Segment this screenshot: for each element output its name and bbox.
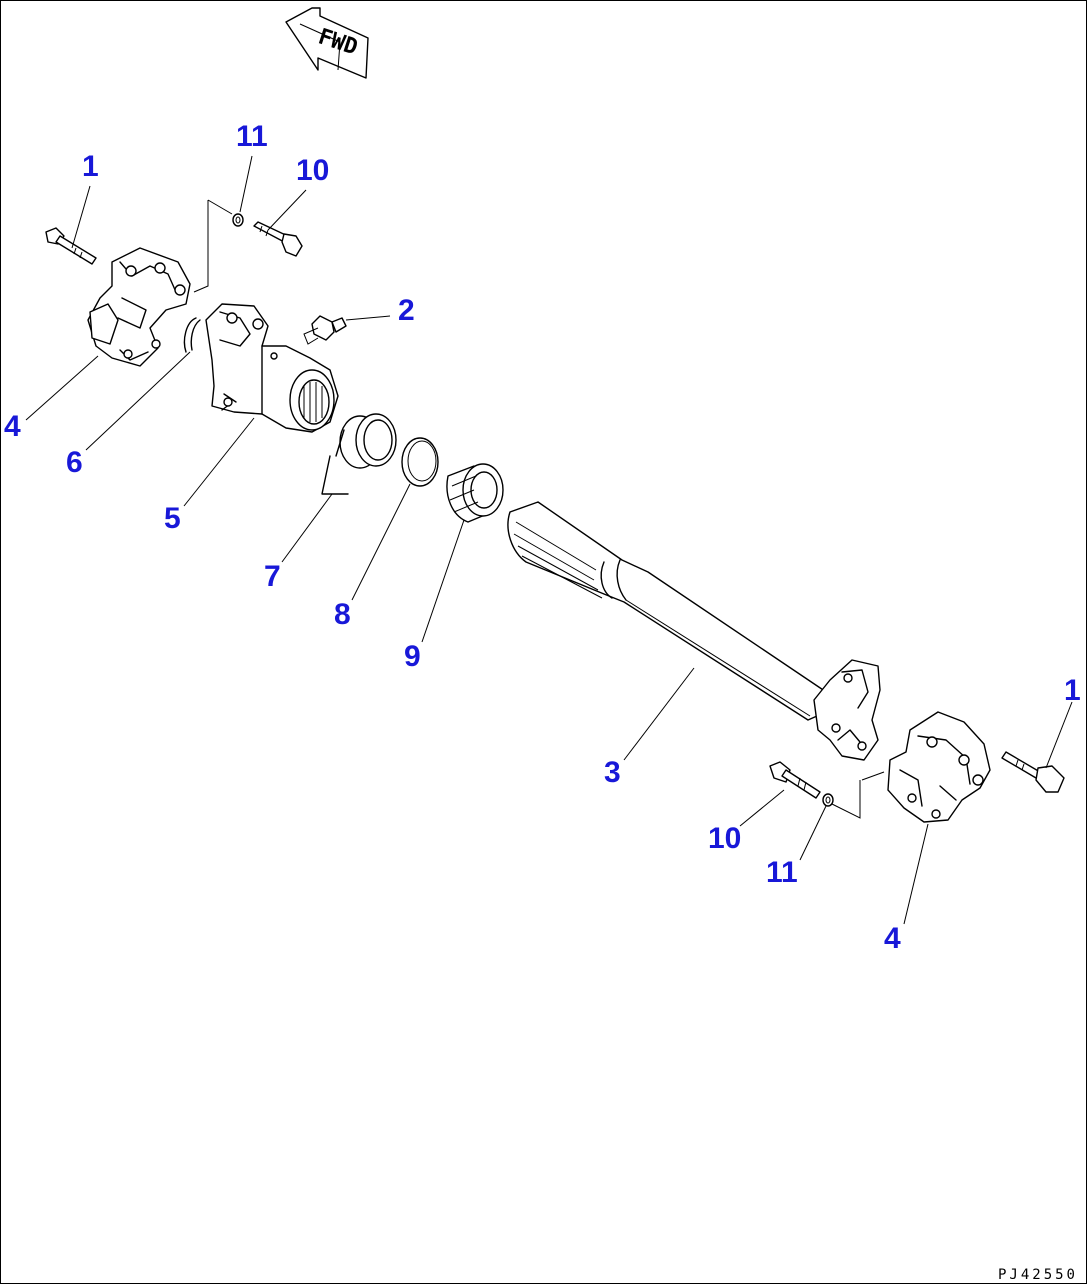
snap-ring-6-part — [183, 317, 201, 353]
right-spider-part — [887, 711, 991, 823]
washer-11-bottom-part — [822, 793, 834, 807]
leader-lines — [25, 155, 1073, 925]
fwd-arrow-icon — [285, 7, 369, 79]
shaft-3-part — [507, 501, 881, 761]
washer-11-top-part — [232, 213, 244, 227]
left-bracket-line — [193, 199, 233, 293]
callout-8: 8 — [334, 598, 351, 631]
bolt-10-bottom-part — [769, 761, 821, 799]
callout-1-left: 1 — [82, 150, 99, 183]
left-bolt-part — [45, 227, 97, 265]
left-spider-part — [87, 247, 191, 367]
bolt-10-top-part — [253, 221, 303, 257]
callout-11-top: 11 — [236, 120, 268, 153]
ring-8-part — [401, 437, 439, 487]
drawing-code: PJ42550 — [997, 1267, 1078, 1283]
right-bolt-part — [1001, 751, 1065, 793]
callout-4-left: 4 — [4, 410, 21, 443]
callout-10-bottom: 10 — [708, 822, 742, 855]
callout-1-right: 1 — [1064, 674, 1081, 707]
callout-9: 9 — [404, 640, 421, 673]
callout-5: 5 — [164, 502, 181, 535]
flange-yoke-part — [205, 303, 339, 433]
seal-7-part — [321, 413, 397, 495]
callout-3: 3 — [604, 756, 621, 789]
callout-2: 2 — [398, 294, 415, 327]
grease-fitting-part — [303, 315, 347, 345]
callout-4-right: 4 — [884, 922, 901, 955]
right-bracket-line — [831, 771, 885, 819]
callout-11-bottom: 11 — [766, 856, 798, 889]
callout-10-top: 10 — [296, 154, 330, 187]
callout-7: 7 — [264, 560, 281, 593]
callout-6: 6 — [66, 446, 83, 479]
bearing-9-part — [446, 463, 504, 523]
